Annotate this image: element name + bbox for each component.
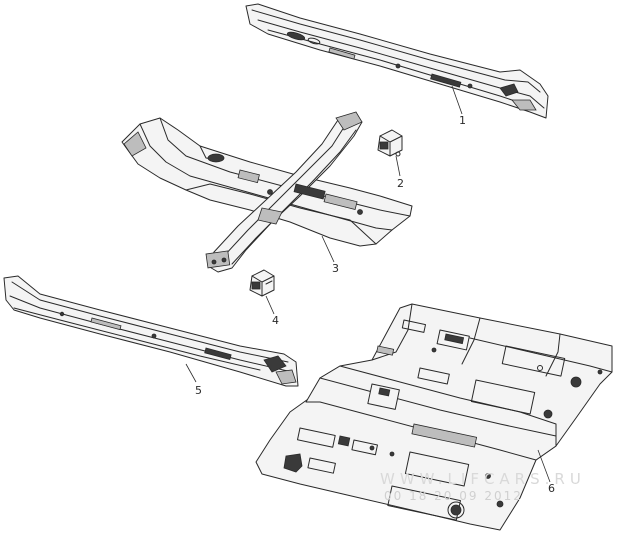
callout-number-5: 5	[195, 384, 202, 397]
callout-number-6: 6	[548, 482, 555, 495]
part-3-floor-tunnel-crossmember	[121, 111, 413, 273]
part-1-side-sill-right	[245, 3, 549, 119]
part-5-side-sill-left	[3, 275, 299, 387]
callout-number-3: 3	[332, 262, 339, 275]
part-4-bracket	[249, 269, 275, 297]
callout-number-4: 4	[272, 314, 279, 327]
leader-line-6	[537, 449, 551, 483]
watermark-site: WWW.LIFCARS.RU	[380, 470, 586, 488]
part-6-floor-pan	[255, 303, 613, 531]
leader-line-1	[451, 85, 463, 115]
callout-number-1: 1	[459, 114, 466, 127]
leader-line-4	[265, 295, 275, 315]
watermark-date: 00 18 20 09 2012	[384, 489, 523, 503]
part-2-bracket	[377, 129, 403, 157]
leader-line-3	[321, 235, 335, 263]
callout-number-2: 2	[397, 177, 404, 190]
leader-line-5	[185, 363, 197, 383]
leader-line-2	[395, 155, 401, 177]
